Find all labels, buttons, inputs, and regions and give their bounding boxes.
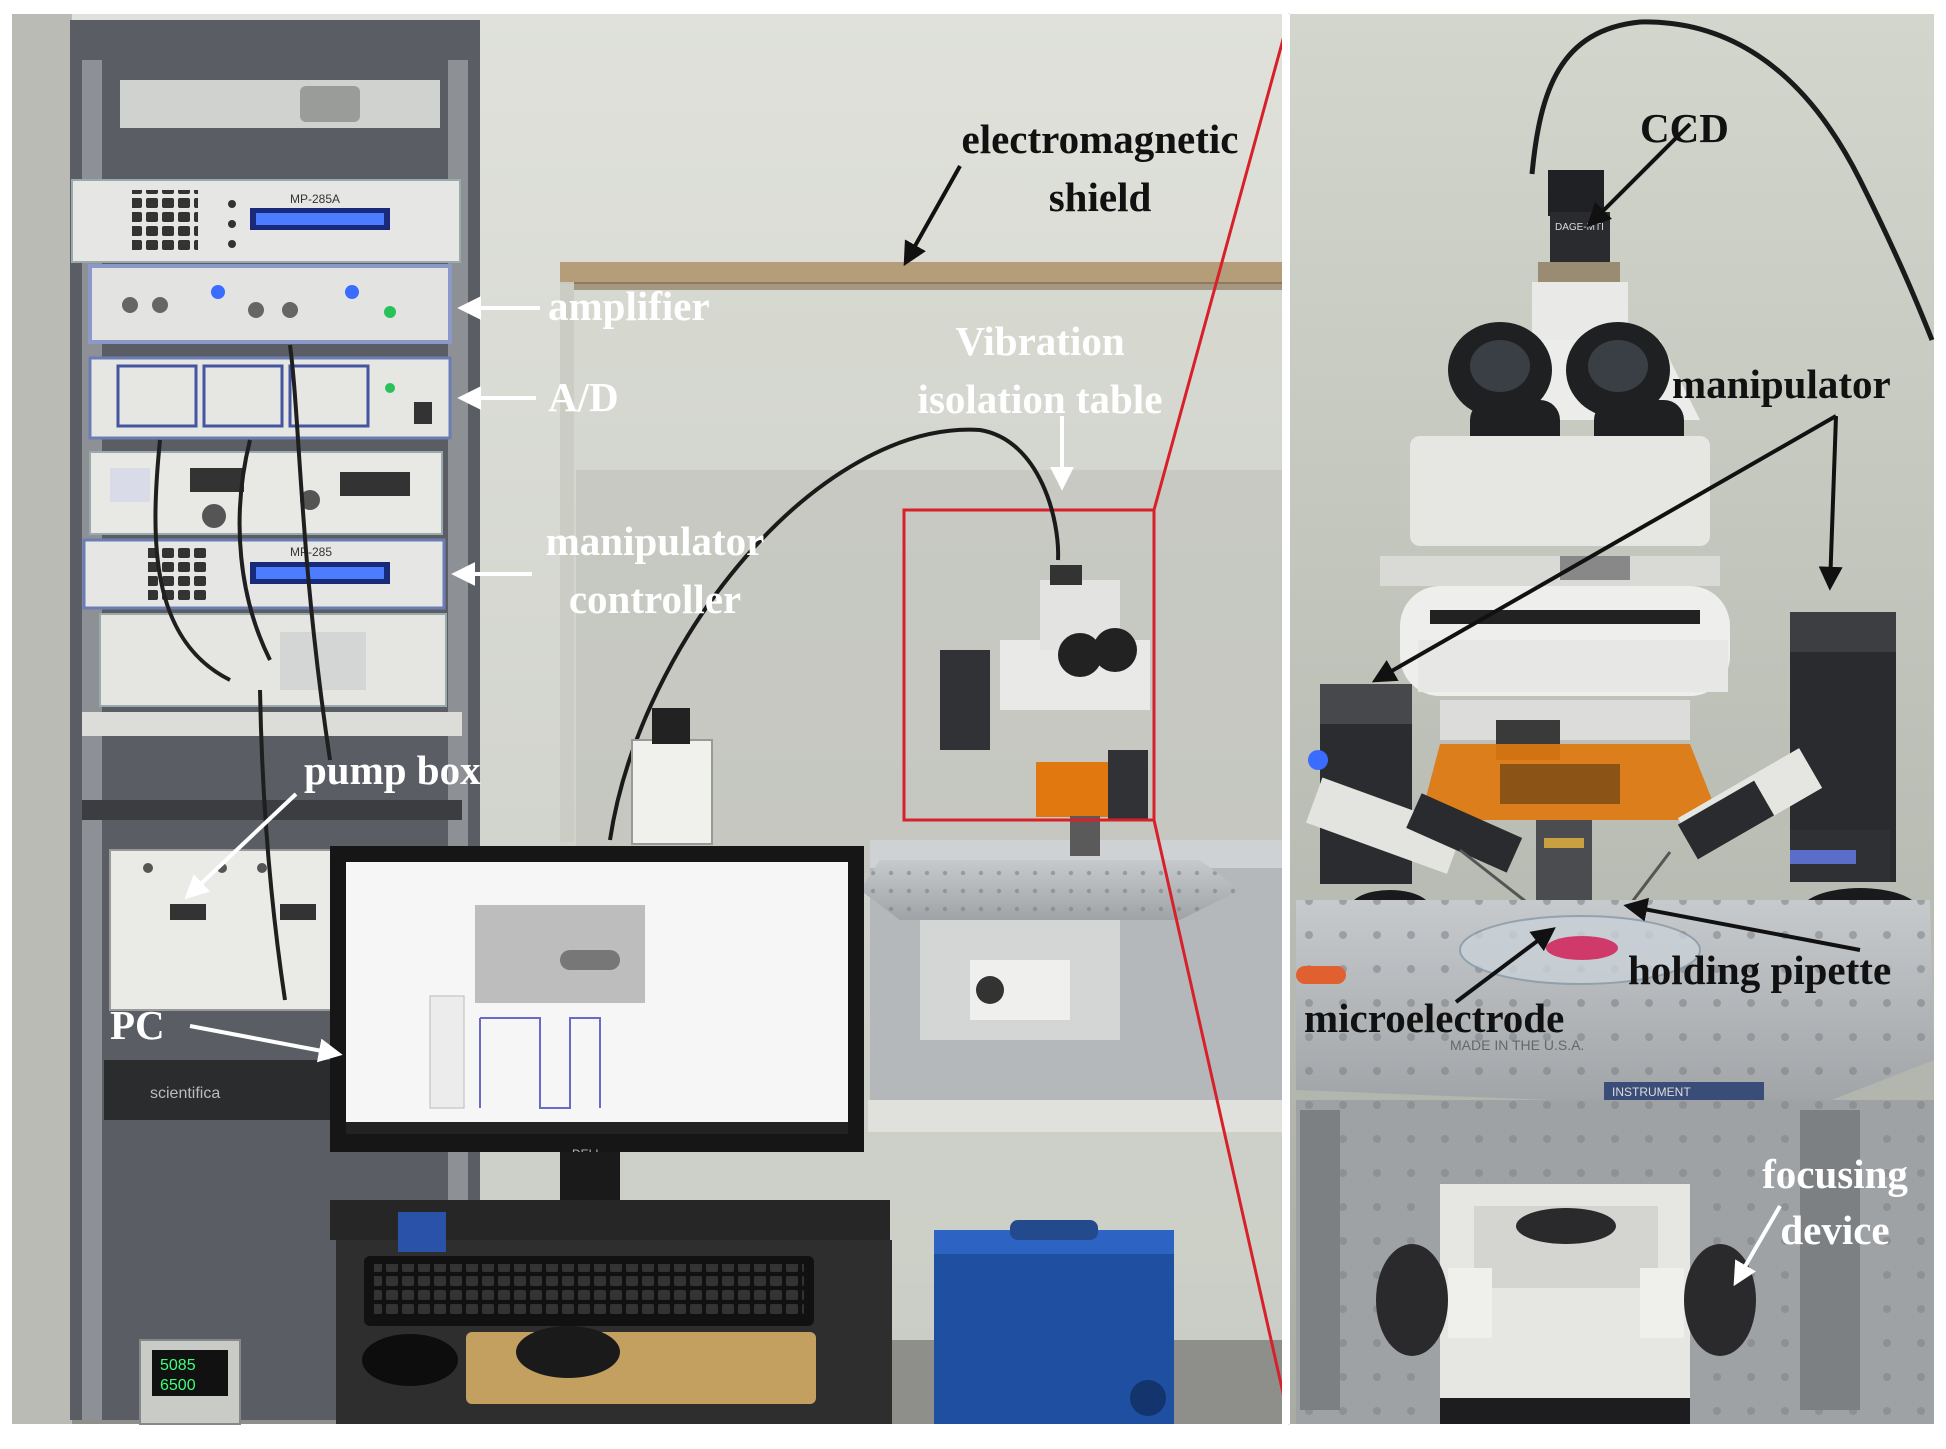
left-photo: MP-285A <box>12 13 1292 1425</box>
power-meter: 5085 6500 <box>139 1339 241 1425</box>
objective <box>1536 820 1592 906</box>
instrument-label: INSTRUMENT <box>1612 1085 1691 1099</box>
mp285a-text: MP-285A <box>290 192 340 206</box>
controller-unit <box>89 451 443 535</box>
scientifica-text: scientifica <box>150 1085 220 1102</box>
lamp-supply <box>631 708 713 845</box>
arrow-shield <box>903 165 962 267</box>
scientifica-box: scientifica <box>104 1060 354 1120</box>
label-electromagnetic-shield: electromagnetic shield <box>930 110 1270 226</box>
label-table-line1: Vibration <box>955 318 1125 364</box>
right-photo: DAGE-MTI <box>1290 14 1935 1424</box>
label-microelectrode: microelectrode <box>1304 995 1565 1041</box>
mp285-unit: MP-285 <box>82 538 446 610</box>
label-pump-box: pump box <box>304 747 481 793</box>
label-manipulator: manipulator <box>1672 361 1891 407</box>
label-pc: PC <box>110 1002 165 1048</box>
camera-cable <box>608 427 1061 841</box>
equipment-rack: MP-285A <box>70 20 480 1425</box>
arrow-pump-box <box>184 792 298 900</box>
annotation-arrows <box>184 122 1861 1287</box>
label-manipulator-controller: manipulator controller <box>520 512 790 628</box>
pump-box-unit <box>109 849 351 1011</box>
label-holding-pipette: holding pipette <box>1628 947 1892 993</box>
rack-cables <box>153 344 332 1001</box>
focusing-device-unit <box>1376 1184 1756 1424</box>
label-focusing-line2: device <box>1780 1207 1890 1253</box>
meter-reading-2: 6500 <box>160 1377 196 1394</box>
amplifier-unit <box>88 264 452 344</box>
label-ad: A/D <box>548 374 619 420</box>
mp285a-unit: MP-285A <box>71 179 461 263</box>
ccd-cable <box>1529 19 1935 341</box>
label-shield-line1: electromagnetic <box>961 116 1239 162</box>
label-controller-line1: manipulator <box>545 518 765 564</box>
arrow-holding-pipette <box>1623 897 1861 952</box>
label-table-line2: isolation table <box>917 376 1163 422</box>
mp285-text: MP-285 <box>290 545 332 559</box>
zoom-line-top <box>1152 13 1292 511</box>
vibration-table <box>860 860 1240 1040</box>
arrow-microelectrode <box>1454 927 1556 1004</box>
microscope-large <box>1380 322 1730 760</box>
ad-converter-unit <box>88 356 452 440</box>
microscope-small <box>940 565 1150 856</box>
zoom-line-bottom <box>1152 819 1292 1425</box>
zoom-frame <box>902 508 1156 822</box>
panel-separator <box>1282 14 1290 1424</box>
manipulator-left <box>1306 684 1523 884</box>
desk <box>330 1200 892 1424</box>
label-focusing-device: focusing device <box>1740 1146 1930 1258</box>
dage-label: DAGE-MTI <box>1555 222 1604 233</box>
arrow-ccd <box>1586 122 1692 228</box>
blue-case <box>934 1220 1174 1424</box>
arrow-pc <box>189 1024 343 1063</box>
label-focusing-line1: focusing <box>1762 1151 1908 1197</box>
label-controller-line2: controller <box>568 576 742 622</box>
meter-reading-1: 5085 <box>160 1357 196 1374</box>
stage-platform: INSTRUMENT MADE IN THE U.S.A. <box>1296 900 1934 1110</box>
arrow-focusing <box>1733 1204 1782 1287</box>
label-shield-line2: shield <box>1048 174 1152 220</box>
label-amplifier: amplifier <box>548 283 710 329</box>
made-in-label: MADE IN THE U.S.A. <box>1450 1037 1584 1053</box>
arrow-manipulator-left <box>1371 414 1837 683</box>
label-vibration-isolation-table: Vibration isolation table <box>890 312 1190 428</box>
label-ccd: CCD <box>1640 105 1729 151</box>
arrow-manipulator-right <box>1818 415 1843 591</box>
